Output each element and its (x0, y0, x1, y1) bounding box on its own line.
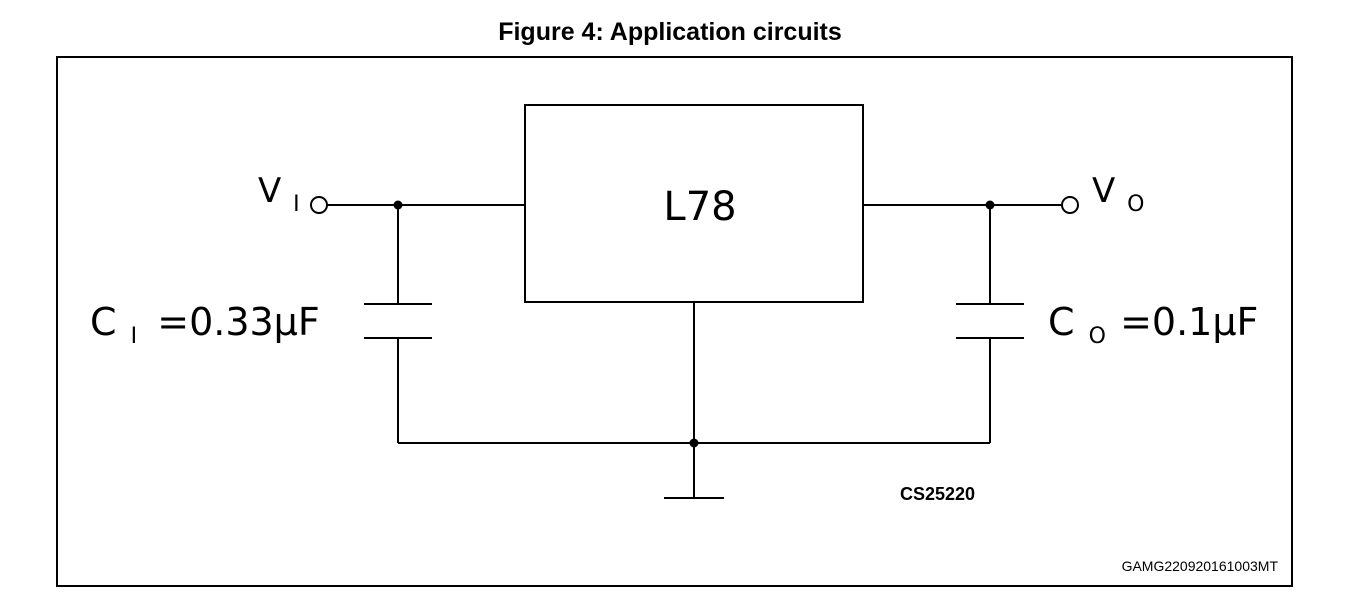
input-terminal (310, 196, 328, 214)
regulator-label: L78 (663, 184, 736, 230)
reference-code: GAMG220920161003MT (1122, 558, 1279, 574)
ground-junction-dot (689, 438, 699, 448)
output-terminal-label: V O (1092, 171, 1144, 217)
output-terminal (1061, 196, 1079, 214)
input-capacitor-subscript: I (131, 324, 138, 349)
output-capacitor-subscript: O (1089, 324, 1106, 349)
output-terminal-letter: V (1092, 171, 1115, 211)
input-capacitor-label: C I =0.33µF (90, 300, 320, 352)
output-capacitor-value: =0.1µF (1120, 300, 1258, 344)
figure-title: Figure 4: Application circuits (498, 18, 842, 46)
input-terminal-subscript: I (293, 192, 300, 217)
output-capacitor-letter: C (1048, 300, 1075, 344)
output-junction-dot (985, 200, 995, 210)
input-terminal-label: V I (258, 171, 300, 217)
input-junction-dot (393, 200, 403, 210)
output-capacitor-label: C O =0.1µF (1048, 300, 1258, 352)
output-terminal-subscript: O (1127, 192, 1144, 217)
input-capacitor-value: =0.33µF (157, 300, 319, 344)
input-capacitor-letter: C (90, 300, 117, 344)
figure-frame (56, 56, 1293, 587)
drawing-id: CS25220 (900, 484, 975, 504)
input-terminal-letter: V (258, 171, 281, 211)
